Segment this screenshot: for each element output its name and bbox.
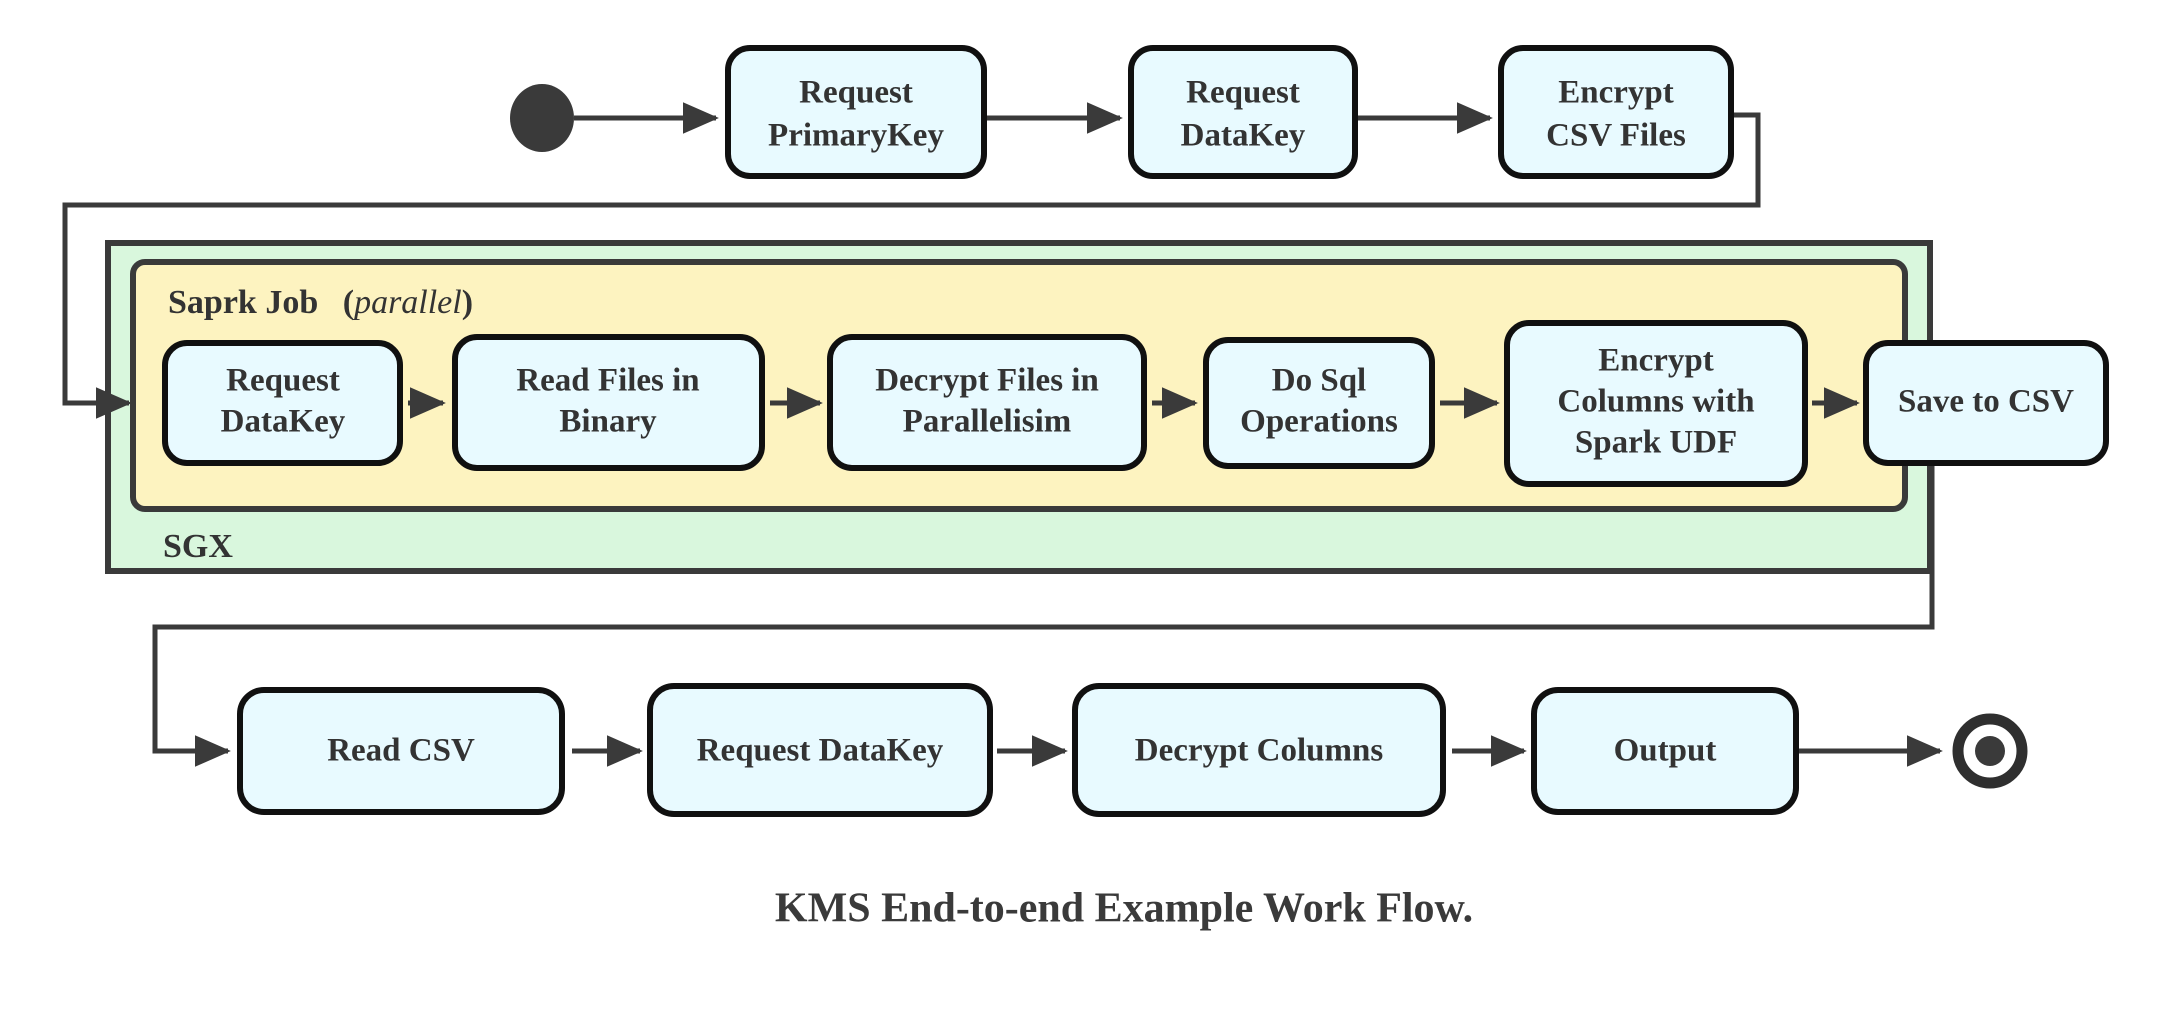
node-save-to-csv-box[interactable] <box>1863 340 2109 466</box>
node-request-primarykey-line-2: PrimaryKey <box>768 118 944 154</box>
node-request-primarykey-line-1: Request <box>799 75 913 111</box>
node-decrypt-columns-box[interactable] <box>1072 683 1446 817</box>
node-decrypt-files-in-parallelisim-line-2: Parallelisim <box>903 404 1072 440</box>
node-output-label: Output <box>1614 733 1717 769</box>
diagram-caption: KMS End-to-end Example Work Flow. <box>775 886 1473 932</box>
node-request-datakey-bottom-label: Request DataKey <box>697 733 944 769</box>
node-request-datakey-top-line-1: Request <box>1186 75 1300 111</box>
node-request-datakey-top-box[interactable] <box>1128 45 1358 179</box>
node-request-datakey-spark[interactable]: Request DataKey <box>162 340 403 466</box>
node-encrypt-csv-files-box[interactable] <box>1498 45 1734 179</box>
start-node <box>510 84 574 152</box>
spark-job-group-paren-close: ) <box>462 284 473 321</box>
node-decrypt-files-in-parallelisim[interactable]: Decrypt Files in Parallelisim <box>827 334 1147 471</box>
start-node-circle <box>510 84 574 152</box>
node-decrypt-columns[interactable]: Decrypt Columns <box>1072 683 1446 817</box>
node-request-datakey-spark-box[interactable] <box>162 340 403 466</box>
sgx-group-label: SGX <box>163 528 233 565</box>
node-decrypt-columns-label: Decrypt Columns <box>1135 733 1384 769</box>
node-output[interactable]: Output <box>1531 687 1799 815</box>
node-request-datakey-spark-line-2: DataKey <box>221 404 346 440</box>
node-encrypt-columns-with-spark-udf-box[interactable] <box>1504 320 1808 487</box>
node-encrypt-csv-files-line-1: Encrypt <box>1558 75 1674 111</box>
node-request-primarykey[interactable]: Request PrimaryKey <box>725 45 987 179</box>
node-read-files-in-binary-line-1: Read Files in <box>516 363 699 399</box>
node-request-datakey-bottom[interactable]: Request DataKey <box>647 683 993 817</box>
node-do-sql-operations-line-2: Operations <box>1240 404 1398 440</box>
node-request-datakey-spark-line-1: Request <box>226 363 340 399</box>
spark-job-group-label-main: Saprk Job <box>168 284 318 321</box>
spark-job-group-paren-open: ( <box>343 284 354 321</box>
node-read-files-in-binary[interactable]: Read Files in Binary <box>452 334 765 471</box>
spark-job-group-label-italic: parallel <box>352 284 462 321</box>
end-node-inner-dot <box>1975 736 2005 766</box>
node-read-files-in-binary-line-2: Binary <box>559 404 657 440</box>
node-read-csv[interactable]: Read CSV <box>237 687 565 815</box>
node-output-box[interactable] <box>1531 687 1799 815</box>
node-do-sql-operations[interactable]: Do Sql Operations <box>1203 337 1435 469</box>
node-read-csv-label: Read CSV <box>327 733 475 769</box>
node-encrypt-columns-with-spark-udf[interactable]: Encrypt Columns with Spark UDF <box>1504 320 1808 487</box>
node-encrypt-columns-with-spark-udf-line-1: Encrypt <box>1598 343 1714 379</box>
node-save-to-csv[interactable]: Save to CSV <box>1863 340 2109 466</box>
node-do-sql-operations-line-1: Do Sql <box>1272 363 1366 399</box>
node-read-csv-box[interactable] <box>237 687 565 815</box>
end-node-outer-ring <box>1952 713 2028 789</box>
node-request-primarykey-box[interactable] <box>725 45 987 179</box>
node-request-datakey-top-line-2: DataKey <box>1181 118 1306 154</box>
spark-job-group-label: Saprk Job (parallel) <box>168 284 473 321</box>
end-node <box>1952 713 2028 789</box>
node-save-to-csv-label: Save to CSV <box>1898 384 2074 420</box>
node-encrypt-csv-files[interactable]: Encrypt CSV Files <box>1498 45 1734 179</box>
node-do-sql-operations-box[interactable] <box>1203 337 1435 469</box>
node-decrypt-files-in-parallelisim-line-1: Decrypt Files in <box>875 363 1099 399</box>
node-request-datakey-bottom-box[interactable] <box>647 683 993 817</box>
node-read-files-in-binary-box[interactable] <box>452 334 765 471</box>
node-decrypt-files-in-parallelisim-box[interactable] <box>827 334 1147 471</box>
node-encrypt-columns-with-spark-udf-line-3: Spark UDF <box>1575 425 1737 461</box>
node-request-datakey-top[interactable]: Request DataKey <box>1128 45 1358 179</box>
node-encrypt-columns-with-spark-udf-line-2: Columns with <box>1557 384 1754 420</box>
node-encrypt-csv-files-line-2: CSV Files <box>1546 118 1686 154</box>
edge-encrypt-csv-to-spark-datakey <box>62 112 1761 419</box>
